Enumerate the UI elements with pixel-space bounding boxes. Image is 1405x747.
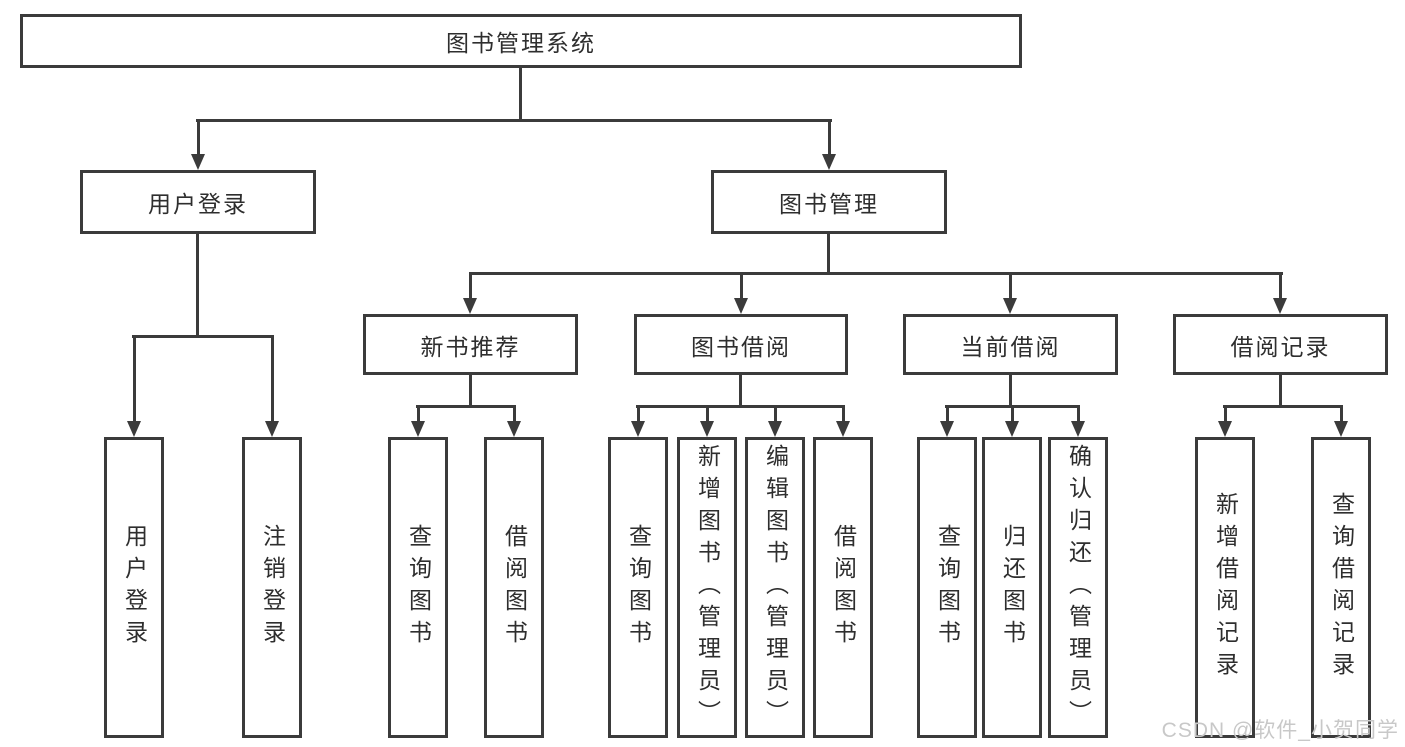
arrow-to-leaf-query-record [1334, 405, 1348, 437]
node-label: 用户登录 [148, 191, 248, 217]
leaf-label: 确认归还（管理员） [1065, 443, 1092, 732]
leaf-label: 查询图书 [934, 523, 961, 652]
arrow-to-leaf-current-query [940, 405, 954, 437]
leaf-user-login: 用户登录 [104, 437, 164, 738]
leaf-borrow-query: 查询图书 [608, 437, 668, 738]
connector-book-management-drop [827, 232, 830, 275]
arrow-to-leaf-borrow-book [836, 405, 850, 437]
arrow-to-leaf-add-book [700, 405, 714, 437]
connector-root-branch [196, 119, 832, 122]
leaf-label: 新增借阅记录 [1212, 491, 1239, 684]
leaf-logout: 注销登录 [242, 437, 302, 738]
node-borrow-record: 借阅记录 [1173, 314, 1388, 375]
connector-borrow-record-branch [1223, 405, 1343, 408]
leaf-label: 借阅图书 [830, 523, 857, 652]
node-label: 图书管理系统 [446, 30, 596, 56]
arrow-to-leaf-confirm-return [1071, 405, 1085, 437]
node-label: 当前借阅 [960, 333, 1061, 360]
connector-user-login-drop [196, 232, 199, 337]
connector-borrow-record-drop [1279, 373, 1282, 408]
node-book-management: 图书管理 [711, 170, 947, 234]
node-book-borrow: 图书借阅 [634, 314, 848, 375]
connector-book-borrow-drop [739, 373, 742, 408]
arrow-to-leaf-user-login [127, 335, 141, 437]
leaf-new-book-borrow: 借阅图书 [484, 437, 544, 738]
leaf-label: 用户登录 [121, 523, 148, 652]
leaf-query-borrow-record: 查询借阅记录 [1311, 437, 1371, 738]
leaf-label: 借阅图书 [501, 523, 528, 652]
leaf-add-borrow-record: 新增借阅记录 [1195, 437, 1255, 738]
arrow-to-leaf-edit-book [768, 405, 782, 437]
connector-book-management-branch [469, 272, 1283, 275]
leaf-label: 查询借阅记录 [1328, 491, 1355, 684]
node-label: 图书借阅 [691, 333, 791, 360]
leaf-new-book-query: 查询图书 [388, 437, 448, 738]
connector-new-book-branch [416, 405, 516, 408]
connector-current-borrow-drop [1009, 373, 1012, 408]
leaf-confirm-return-admin: 确认归还（管理员） [1048, 437, 1108, 738]
arrow-to-new-book-recommend [463, 272, 477, 314]
node-new-book-recommend: 新书推荐 [363, 314, 578, 375]
leaf-return-book: 归还图书 [982, 437, 1042, 738]
leaf-label: 新增图书（管理员） [694, 443, 721, 732]
arrow-to-book-borrow [734, 272, 748, 314]
leaf-label: 编辑图书（管理员） [762, 443, 789, 732]
node-current-borrow: 当前借阅 [903, 314, 1118, 375]
leaf-edit-book-admin: 编辑图书（管理员） [745, 437, 805, 738]
arrow-to-leaf-logout [265, 335, 279, 437]
leaf-label: 归还图书 [999, 523, 1026, 652]
leaf-label: 查询图书 [405, 523, 432, 652]
arrow-to-leaf-new-book-borrow [507, 405, 521, 437]
node-label: 借阅记录 [1230, 333, 1331, 360]
node-user-login: 用户登录 [80, 170, 316, 234]
arrow-to-book-management [822, 119, 836, 170]
arrow-to-leaf-new-book-query [411, 405, 425, 437]
connector-root-drop [519, 66, 522, 122]
arrow-to-current-borrow [1003, 272, 1017, 314]
node-label: 新书推荐 [420, 333, 521, 360]
connector-user-login-branch [132, 335, 274, 338]
arrow-to-user-login [191, 119, 205, 170]
leaf-label: 注销登录 [259, 523, 286, 652]
leaf-label: 查询图书 [625, 523, 652, 652]
leaf-current-query: 查询图书 [917, 437, 977, 738]
node-library-management-system: 图书管理系统 [20, 14, 1022, 68]
arrow-to-leaf-return-book [1005, 405, 1019, 437]
leaf-borrow-book: 借阅图书 [813, 437, 873, 738]
csdn-watermark: CSDN @软件_小贺同学 [1161, 719, 1399, 742]
node-label: 图书管理 [779, 191, 879, 217]
leaf-add-book-admin: 新增图书（管理员） [677, 437, 737, 738]
arrow-to-leaf-borrow-query [631, 405, 645, 437]
connector-new-book-drop [469, 373, 472, 408]
connector-book-borrow-branch [636, 405, 845, 408]
arrow-to-leaf-add-record [1218, 405, 1232, 437]
arrow-to-borrow-record [1273, 272, 1287, 314]
